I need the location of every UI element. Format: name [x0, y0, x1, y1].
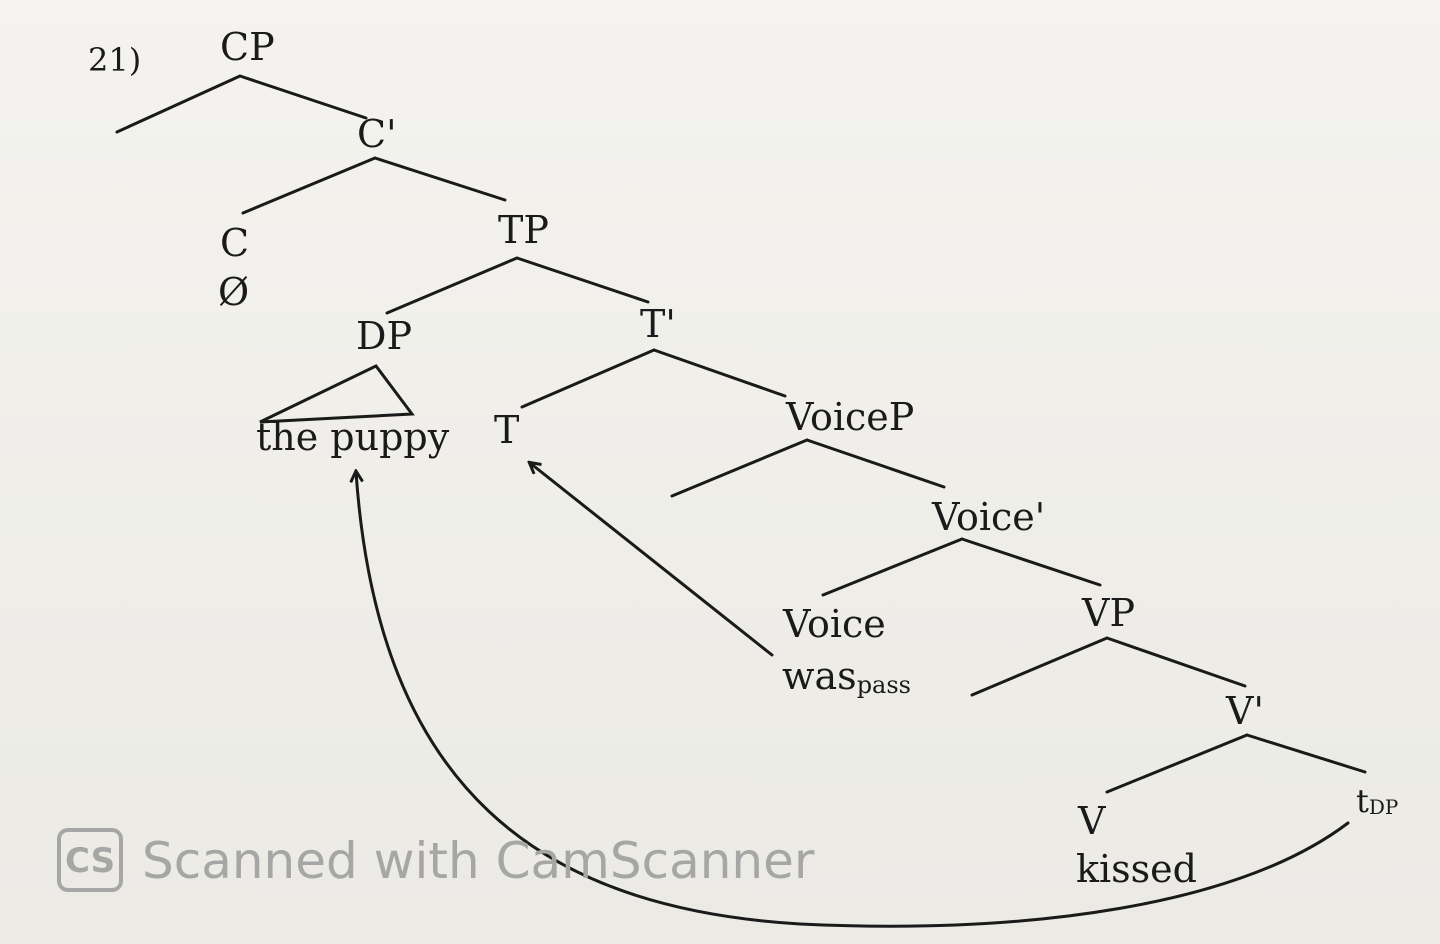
node-voice: Voice — [782, 602, 886, 646]
branch-cbar-c — [241, 156, 377, 215]
branch-voicebar-vp — [960, 537, 1102, 587]
node-v: V — [1077, 799, 1106, 843]
branch-cbar-tp — [373, 156, 507, 202]
tree-branches — [115, 74, 1367, 794]
node-cp: CP — [220, 25, 275, 69]
node-trace: tDP — [1356, 782, 1398, 820]
camscanner-logo-icon — [57, 828, 123, 892]
node-v-bar: V' — [1225, 689, 1264, 733]
node-voice-bar: Voice' — [931, 495, 1045, 539]
branch-vp-spec — [970, 636, 1109, 697]
branch-tbar-t — [520, 348, 656, 409]
example-number: 21) — [88, 41, 141, 79]
node-dp-content: the puppy — [256, 415, 450, 459]
watermark: CS Scanned with CamScanner — [57, 828, 815, 892]
branch-tp-dp — [385, 256, 519, 315]
dp-triangle — [259, 364, 415, 424]
branch-vp-vbar — [1105, 636, 1247, 688]
camscanner-logo-text: CS — [65, 841, 115, 881]
branch-cp-spec — [115, 74, 242, 134]
node-c-null: Ø — [218, 270, 249, 314]
branch-vbar-trace — [1245, 733, 1367, 774]
node-v-word: kissed — [1076, 847, 1197, 891]
branch-voicep-voicebar — [805, 438, 946, 489]
watermark-text: Scanned with CamScanner — [142, 832, 815, 890]
node-voice-word: waspass — [782, 654, 911, 699]
node-vp: VP — [1081, 591, 1135, 635]
branch-voicebar-voice — [821, 537, 964, 597]
branch-tp-tbar — [515, 256, 650, 304]
branch-cp-cbar — [238, 74, 368, 120]
node-t-bar: T' — [640, 302, 676, 346]
head-movement-arrow — [530, 463, 774, 657]
node-c-bar: C' — [357, 112, 397, 156]
branch-tbar-voicep — [652, 348, 787, 398]
node-t: T — [494, 408, 519, 452]
node-tp: TP — [498, 208, 549, 252]
node-dp: DP — [356, 314, 412, 358]
dp-movement-arrow — [356, 472, 1350, 928]
node-voicep: VoiceP — [785, 395, 914, 439]
branch-voicep-spec — [670, 438, 809, 498]
node-c: C — [220, 221, 249, 265]
branch-vbar-v — [1105, 733, 1249, 794]
